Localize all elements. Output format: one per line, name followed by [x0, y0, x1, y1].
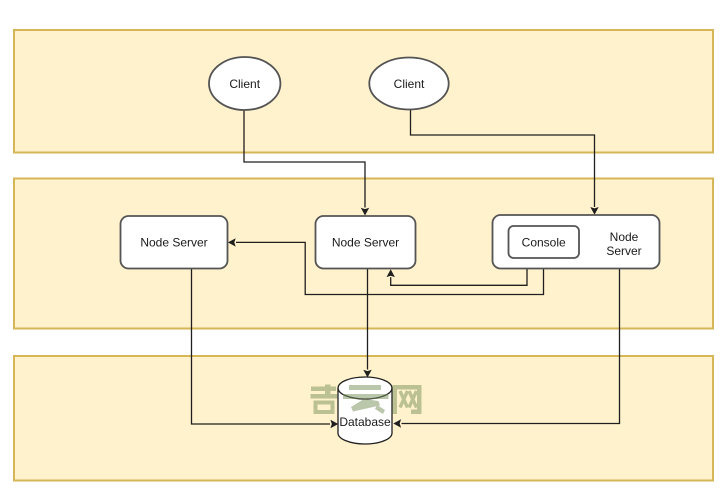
svg-text:Console: Console — [522, 236, 566, 250]
svg-text:Node Server: Node Server — [332, 236, 399, 250]
svg-text:Node Server: Node Server — [140, 236, 207, 250]
svg-text:Node: Node — [610, 230, 639, 244]
svg-text:Database: Database — [339, 415, 391, 429]
svg-text:Server: Server — [606, 244, 641, 258]
svg-text:Client: Client — [229, 77, 260, 91]
svg-text:Client: Client — [394, 77, 425, 91]
